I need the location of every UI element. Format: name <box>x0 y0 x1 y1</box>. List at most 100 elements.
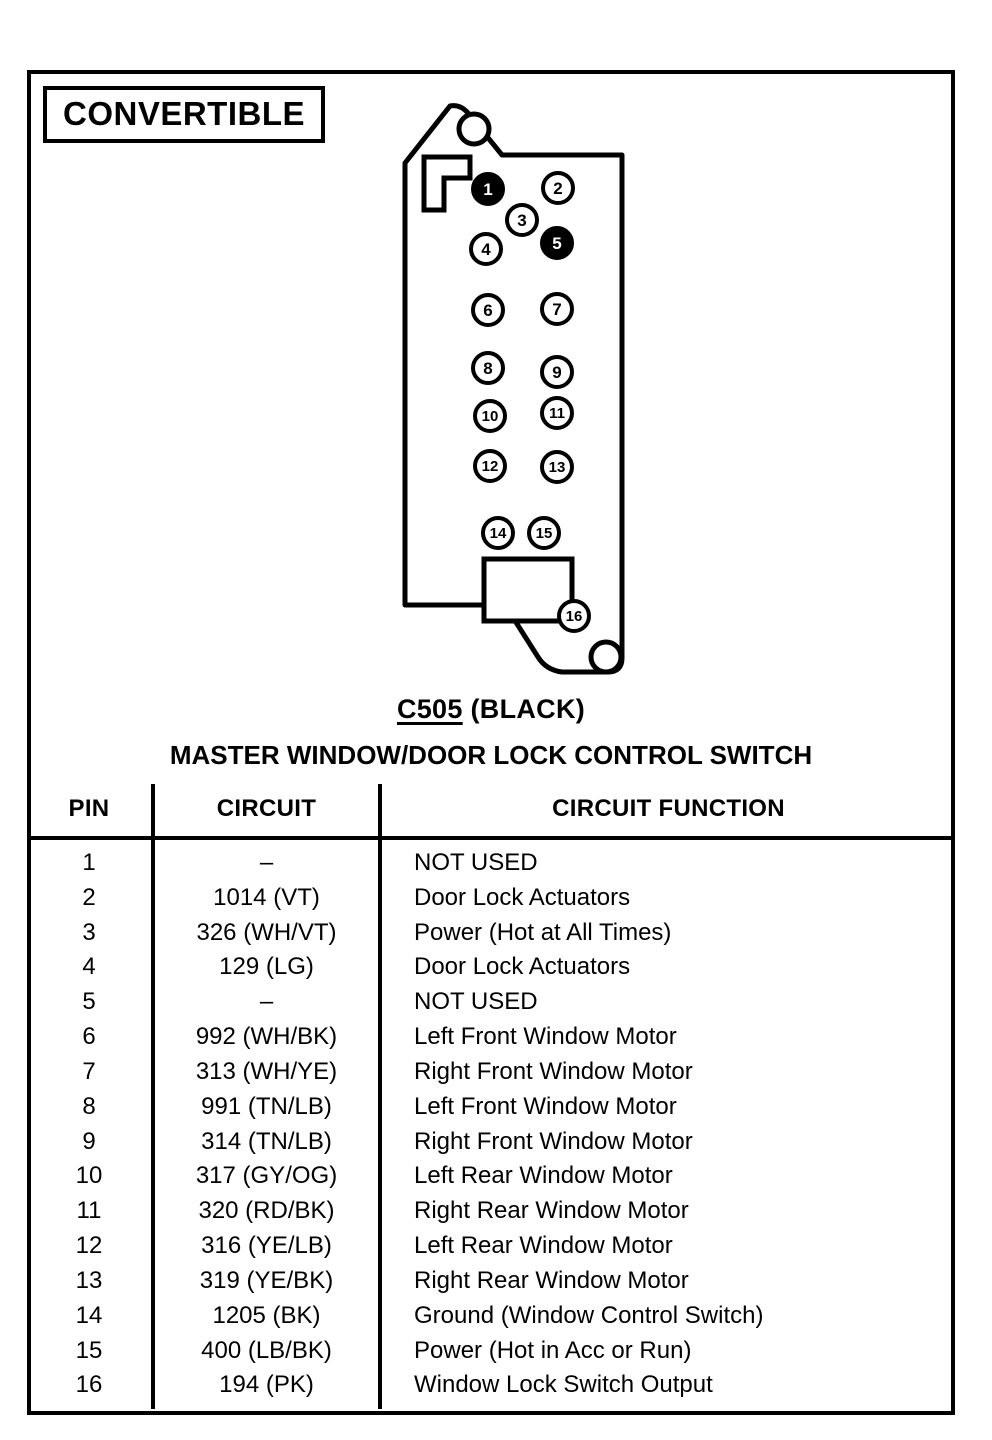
connector-id-code: C505 <box>396 694 463 724</box>
cell-function: Left Rear Window Motor <box>414 1162 673 1190</box>
cell-circuit: 400 (LB/BK) <box>153 1333 382 1369</box>
convertible-badge-label: CONVERTIBLE <box>63 95 306 132</box>
pin-number-15: 15 <box>536 525 553 542</box>
cell-pin: 2 <box>27 880 155 916</box>
cell-circuit: 991 (TN/LB) <box>153 1089 382 1125</box>
pin-cavity-3: 3 <box>505 203 539 237</box>
pin-cavity-5: 5 <box>540 226 574 260</box>
cell-pin: 4 <box>27 950 155 986</box>
cell-pin: 1 <box>27 838 155 881</box>
pin-number-12: 12 <box>482 458 499 475</box>
pin-cavity-14: 14 <box>481 516 515 550</box>
pin-circle-6 <box>471 293 505 327</box>
cell-function: Door Lock Actuators <box>414 883 631 911</box>
cell-pin: 6 <box>27 1020 155 1055</box>
pin-circle-16 <box>557 599 591 633</box>
cell-circuit: 316 (YE/LB) <box>153 1229 382 1264</box>
cell-circuit: 1014 (VT) <box>153 880 382 916</box>
cell-function: Window Lock Switch Output <box>414 1371 713 1399</box>
pin-cavity-15: 15 <box>527 516 561 550</box>
column-header-circuit: CIRCUIT <box>153 784 382 840</box>
cell-function: Right Rear Window Motor <box>414 1266 689 1294</box>
pin-cavity-8: 8 <box>471 351 505 385</box>
pin-cavity-11: 11 <box>540 396 574 430</box>
column-header-pin: PIN <box>27 784 155 840</box>
pin-number-11: 11 <box>549 405 565 422</box>
cell-pin: 11 <box>27 1194 155 1230</box>
column-header-function: CIRCUIT FUNCTION <box>380 784 955 840</box>
cell-pin: 16 <box>27 1368 155 1410</box>
pin-number-16: 16 <box>566 608 583 625</box>
cell-pin: 15 <box>27 1333 155 1369</box>
cell-circuit: 129 (LG) <box>153 950 382 986</box>
cell-function: Power (Hot in Acc or Run) <box>414 1336 692 1364</box>
pin-cavity-7: 7 <box>540 292 574 326</box>
connector-id-color: (BLACK) <box>462 694 586 724</box>
terminal-slot-rectangle <box>481 556 575 624</box>
cell-function: Left Front Window Motor <box>414 1092 677 1120</box>
pin-cavity-13: 13 <box>540 450 574 484</box>
pin-circle-12 <box>473 449 507 483</box>
pin-number-3: 3 <box>517 211 526 230</box>
pin-circle-15 <box>527 516 561 550</box>
pin-number-6: 6 <box>483 301 492 320</box>
cell-pin: 7 <box>27 1054 155 1090</box>
pin-circle-11 <box>540 396 574 430</box>
pin-number-10: 10 <box>482 408 499 425</box>
pin-number-14: 14 <box>490 525 507 542</box>
cell-circuit: – <box>153 985 382 1021</box>
pin-circle-8 <box>471 351 505 385</box>
cell-circuit: 326 (WH/VT) <box>153 915 382 951</box>
cell-pin: 14 <box>27 1298 155 1334</box>
cell-pin: 12 <box>27 1229 155 1264</box>
table-header: PIN CIRCUIT CIRCUIT FUNCTION <box>27 784 955 840</box>
pin-circle-10 <box>473 399 507 433</box>
pin-number-8: 8 <box>483 359 492 378</box>
cell-circuit: 313 (WH/YE) <box>153 1054 382 1090</box>
bottom-mounting-hole <box>588 639 624 675</box>
cell-circuit: 319 (YE/BK) <box>153 1263 382 1299</box>
cell-circuit: 992 (WH/BK) <box>153 1020 382 1055</box>
pin-cavity-16: 16 <box>557 599 591 633</box>
cell-function: Ground (Window Control Switch) <box>414 1301 764 1329</box>
pin-cavity-6: 6 <box>471 293 505 327</box>
cell-pin: 10 <box>27 1159 155 1195</box>
cell-circuit: 314 (TN/LB) <box>153 1124 382 1160</box>
table-row: 1–NOT USED <box>27 838 955 881</box>
cell-function: Right Front Window Motor <box>414 1127 693 1155</box>
cell-pin: 3 <box>27 915 155 951</box>
pin-cavity-10: 10 <box>473 399 507 433</box>
cell-function: Right Rear Window Motor <box>414 1197 689 1225</box>
cell-pin: 9 <box>27 1124 155 1160</box>
orientation-key-notch <box>421 154 473 213</box>
pin-circle-3 <box>505 203 539 237</box>
pin-circle-2 <box>541 171 575 205</box>
connector-id-caption: C505 (BLACK) <box>27 694 955 725</box>
pin-cavity-1: 1 <box>471 172 505 206</box>
table-row: 5–NOT USED <box>27 985 955 1021</box>
cell-pin: 13 <box>27 1263 155 1299</box>
cell-circuit: 317 (GY/OG) <box>153 1159 382 1195</box>
pin-circle-7 <box>540 292 574 326</box>
table-header-row: PIN CIRCUIT CIRCUIT FUNCTION <box>27 784 955 840</box>
cell-circuit: 194 (PK) <box>153 1368 382 1410</box>
pin-cavity-9: 9 <box>540 355 574 389</box>
cell-function: Left Front Window Motor <box>414 1023 677 1051</box>
pin-cavity-2: 2 <box>541 171 575 205</box>
cell-function: Left Rear Window Motor <box>414 1232 673 1260</box>
page-border <box>27 70 955 1415</box>
convertible-badge: CONVERTIBLE <box>43 86 326 143</box>
cell-function: Power (Hot at All Times) <box>414 918 672 946</box>
figure-title: MASTER WINDOW/DOOR LOCK CONTROL SWITCH <box>169 740 813 770</box>
cell-function: NOT USED <box>414 988 538 1016</box>
